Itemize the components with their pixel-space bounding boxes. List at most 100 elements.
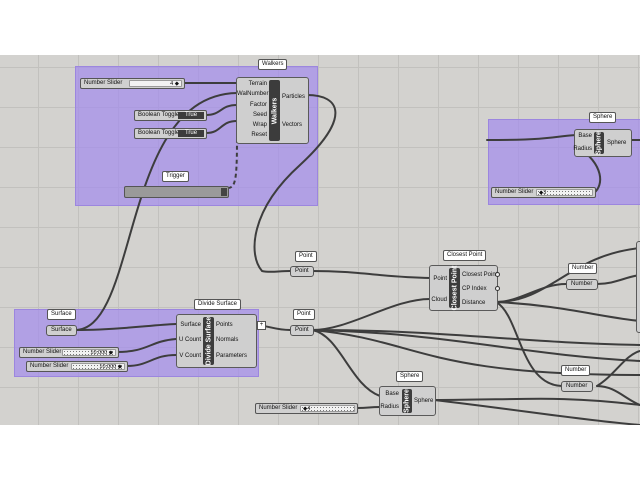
input-cloud[interactable]: Cloud [431,297,447,303]
trigger-label: Trigger [162,171,189,182]
wire-surface-terrain [74,92,238,331]
slider-track[interactable]: 10.000 ◆ [62,349,116,356]
sphere-name: Sphere [403,389,411,413]
input-radius[interactable]: Radius [573,146,592,152]
slider-label: Number Slider [23,349,62,355]
output-sphere[interactable]: Sphere [414,398,434,404]
input-v-count[interactable]: V Count [179,353,201,359]
output-vectors[interactable]: Vectors [282,122,303,128]
point-param[interactable]: Point [290,266,314,277]
toggle-value[interactable]: True [178,130,204,137]
surface-param[interactable]: Surface [46,325,77,336]
wire-number2-right [596,385,640,406]
sphere-component-top[interactable]: Sphere Base Radius Sphere [573,129,632,157]
trigger-knob[interactable] [221,188,227,196]
output-points[interactable]: Points [216,322,233,328]
trigger-component[interactable] [124,186,229,198]
output-pin[interactable] [495,272,500,277]
output-pin[interactable] [495,286,500,291]
output-closest-point[interactable]: Closest Point [462,272,498,278]
slider-label: Number Slider [30,363,69,369]
wire-v-count [125,354,177,367]
output-normals[interactable]: Normals [216,337,239,343]
point-param-tag: Point [295,251,317,262]
wire-point2-cloud [311,298,431,331]
wire-distance-number2 [495,301,563,387]
toggle-label: Boolean Toggle [138,130,180,136]
slider-track[interactable]: ◆3 [536,189,593,196]
u-count-slider[interactable]: Number Slider 10.000 ◆ [19,347,119,358]
divide-surface-core: Divide Surface [203,317,214,365]
input-terrain[interactable]: Terrain [248,81,267,87]
closest-point-name: Closest Point [451,265,458,311]
input-point[interactable]: Point [433,276,447,282]
input-wrap[interactable]: Wrap [252,122,267,128]
input-base[interactable]: Base [385,391,399,397]
walkers-component[interactable]: Walkers Terrain WalNumber Factor Seed Wr… [236,77,309,144]
slider-track[interactable]: ◆4 [300,405,355,412]
boolean-toggle-seed[interactable]: Boolean Toggle True [134,110,207,121]
input-u-count[interactable]: U Count [178,337,201,343]
grasshopper-canvas[interactable]: Walkers Sphere Surface Divide Surface [0,55,640,425]
sphere-component-bottom[interactable]: Sphere Base Radius Sphere [379,386,436,416]
wire-sphere-right [433,397,640,406]
wires-layer [74,82,640,425]
slider-label: Number Slider [259,405,298,411]
wire-point2-sphere-base [311,329,381,397]
wire-point2-right-a [311,329,640,346]
offscreen-component[interactable] [636,241,640,333]
wire-distance-number [495,283,567,303]
divide-surface-name: Divide Surface [205,316,212,366]
wire-sphere-right-b [433,399,640,425]
point-param-2[interactable]: Point [290,325,314,336]
sphere-group-label: Sphere [589,112,617,123]
toggle-value[interactable]: True [178,112,204,119]
walker-count-slider[interactable]: Number Slider 4 ◆ [80,78,185,89]
boolean-toggle-reset[interactable]: Boolean Toggle True [134,128,207,139]
wire-toggle-seed [205,104,238,116]
slider-value: ◆4 [303,406,311,412]
slider-value: ◆3 [539,190,547,196]
input-walnumber[interactable]: WalNumber [237,91,269,97]
sphere-core: Sphere [402,389,412,413]
sphere-radius-slider[interactable]: Number Slider ◆3 [491,187,596,198]
slider-label: Number Slider [495,189,534,195]
output-parameters[interactable]: Parameters [216,353,248,359]
walkers-name: Walkers [271,97,278,124]
sphere-core: Sphere [594,131,604,155]
number-param-2[interactable]: Number [561,381,593,392]
input-reset[interactable]: Reset [251,132,267,138]
wire-sphere-base [486,134,579,141]
sphere2-radius-slider[interactable]: Number Slider ◆4 [255,403,358,414]
output-cp-index[interactable]: CP Index [462,286,487,292]
sphere-name: Sphere [595,131,603,155]
wire-toggle-reset [205,120,238,134]
surface-group-label: Surface [47,309,76,320]
output-sphere[interactable]: Sphere [607,140,627,146]
wire-distance-right [495,247,640,303]
wire-number-right [596,274,640,285]
output-particles[interactable]: Particles [282,94,306,100]
closest-point-component[interactable]: Closest Point Point Cloud Closest Point … [429,265,498,311]
closest-point-tag: Closest Point [443,250,487,261]
number-param[interactable]: Number [566,279,598,290]
output-distance[interactable]: Distance [462,300,486,306]
input-base[interactable]: Base [578,133,592,139]
sphere-tag: Sphere [396,371,424,382]
input-radius[interactable]: Radius [380,404,399,410]
input-seed[interactable]: Seed [252,112,267,118]
slider-label: Number Slider [84,80,123,86]
add-output-icon[interactable]: + [257,321,266,330]
slider-track[interactable]: 4 ◆ [129,80,182,87]
wire-point-closest [311,270,431,279]
input-surface[interactable]: Surface [180,322,201,328]
slider-track[interactable]: 10.000 ◆ [71,363,125,370]
divide-surface-component[interactable]: Divide Surface Surface U Count V Count P… [176,314,257,368]
input-factor[interactable]: Factor [249,102,267,108]
number-param-tag-2: Number [561,365,591,376]
wire-surface-divide [75,323,177,331]
wire-distance-right-2 [495,301,640,322]
v-count-slider[interactable]: Number Slider 10.000 ◆ [26,361,128,372]
wire-number2-right-b [596,350,640,387]
closest-point-core: Closest Point [449,265,460,311]
